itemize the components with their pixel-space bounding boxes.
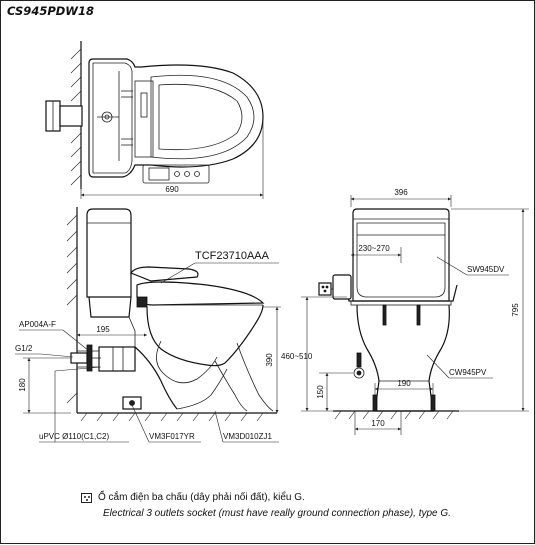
note-english: Electrical 3 outlets socket (must have r… <box>103 508 451 519</box>
socket-icon <box>81 493 92 503</box>
top-view: 690 <box>45 41 264 199</box>
front-dim-bolt-spacing: 190 <box>397 379 411 388</box>
seat-model-label: TCF23710AAA <box>195 250 270 262</box>
side-wall <box>66 207 78 413</box>
side-seat <box>130 266 265 308</box>
side-labels: TCF23710AAA AP004A-F G1/2 uPVC Ø110(C1,C… <box>15 250 279 443</box>
note-box: Ổ cắm điện ba chấu (dây phải nối đất), k… <box>81 490 521 522</box>
note-vietnamese: Ổ cắm điện ba chấu (dây phải nối đất), k… <box>98 492 305 503</box>
side-dim-valve-height: 180 <box>18 378 27 392</box>
side-floor-bolt <box>122 396 142 410</box>
front-dim-top-width: 396 <box>394 188 408 197</box>
tank-model-label: SW945DV <box>467 265 505 274</box>
front-dim-outlet-height: 150 <box>316 385 325 399</box>
front-water-valve <box>353 352 365 379</box>
side-dim-outlet-offset: 195 <box>96 325 110 334</box>
connector-size-label: G1/2 <box>15 344 33 353</box>
top-dim-width-label: 690 <box>165 185 179 194</box>
front-dim-base-width: 170 <box>371 419 385 428</box>
side-bowl <box>128 304 274 412</box>
front-dim-socket-range: 230~270 <box>358 244 390 253</box>
front-floor <box>333 410 459 420</box>
front-bowl <box>356 304 450 412</box>
front-dim-total-height: 795 <box>511 303 520 317</box>
front-tank <box>352 208 450 302</box>
front-power-socket <box>318 274 352 300</box>
part-b-label: VM3D010ZJ1 <box>223 432 272 441</box>
bowl-model-label: CW945PV <box>449 368 487 377</box>
front-view: 396 230~270 795 460~510 150 190 <box>281 188 529 435</box>
side-floor <box>77 412 277 422</box>
front-seat <box>344 284 458 306</box>
top-dim-width: 690 <box>80 121 264 199</box>
side-view: 195 390 180 TCF23710AAA AP004A-F G1/2 <box>15 207 281 443</box>
top-pipe <box>45 100 83 132</box>
front-anchor-bolts <box>372 304 436 412</box>
side-dim-outlet-height: 390 <box>265 353 274 367</box>
part-a-label: VM3F017YR <box>149 432 195 441</box>
front-dims: 396 230~270 795 460~510 150 190 <box>281 188 529 435</box>
front-labels: SW945DV CW945PV <box>426 256 509 379</box>
side-outlet-pipe <box>77 346 136 372</box>
side-dims: 195 390 180 <box>18 306 281 414</box>
side-tank <box>86 208 132 318</box>
front-dim-seat-height: 460~510 <box>281 352 313 361</box>
pipe-spec-label: uPVC Ø110(C1,C2) <box>39 432 109 441</box>
valve-model-label: AP004A-F <box>19 320 56 329</box>
top-toilet-outline <box>88 58 264 184</box>
model-code: CS945PDW18 <box>7 4 94 18</box>
